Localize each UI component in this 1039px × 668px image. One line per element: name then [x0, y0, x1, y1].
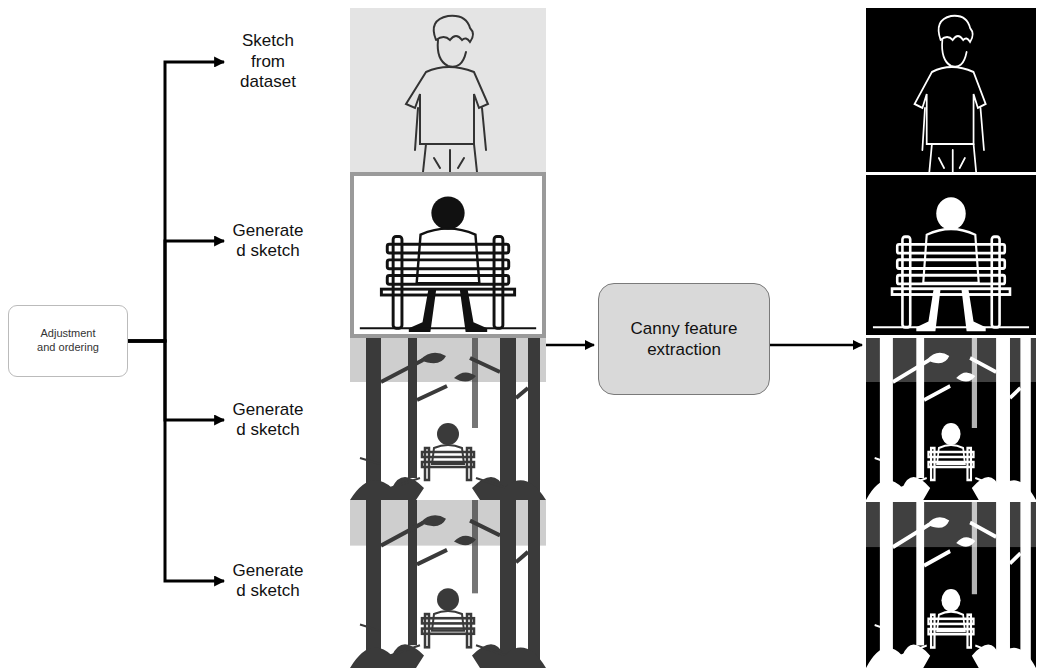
boy-edges — [915, 16, 986, 172]
flow-arrow — [770, 344, 862, 347]
edge-panel — [866, 175, 1036, 335]
node-text: Generate d sketch — [229, 561, 307, 602]
forest-edges — [866, 338, 1036, 500]
flow-arrow — [546, 344, 594, 347]
sketch-panel — [350, 8, 546, 172]
connector-arrow — [128, 241, 224, 341]
node-text: Canny feature extraction — [624, 318, 744, 361]
forest-edges — [866, 502, 1036, 668]
branch-label: Generate d sketch — [227, 559, 309, 604]
connector-arrow — [128, 62, 224, 341]
sketch-panel — [352, 174, 544, 336]
edge-panel — [866, 338, 1036, 500]
bench-edges — [873, 197, 1029, 331]
branch-label: Generate d sketch — [227, 398, 309, 443]
forest-sketch — [350, 500, 546, 668]
edge-panel — [866, 8, 1036, 172]
node-text: Generate d sketch — [229, 221, 307, 262]
sketch-panel — [350, 500, 546, 668]
sketch-panel — [350, 338, 546, 500]
boy-sketch — [406, 16, 488, 172]
process-box: Canny feature extraction — [598, 283, 770, 395]
connector-arrow — [128, 341, 224, 420]
edge-panel — [866, 502, 1036, 668]
node-text: Sketch from dataset — [229, 31, 307, 92]
node-text: Generate d sketch — [229, 400, 307, 441]
process-box: Adjustment and ordering — [8, 305, 128, 377]
node-text: Adjustment and ordering — [33, 327, 103, 355]
forest-sketch — [350, 338, 546, 500]
connector-arrow — [128, 341, 224, 581]
bench-sketch — [360, 196, 536, 332]
branch-label: Sketch from dataset — [227, 29, 309, 94]
branch-label: Generate d sketch — [227, 219, 309, 264]
